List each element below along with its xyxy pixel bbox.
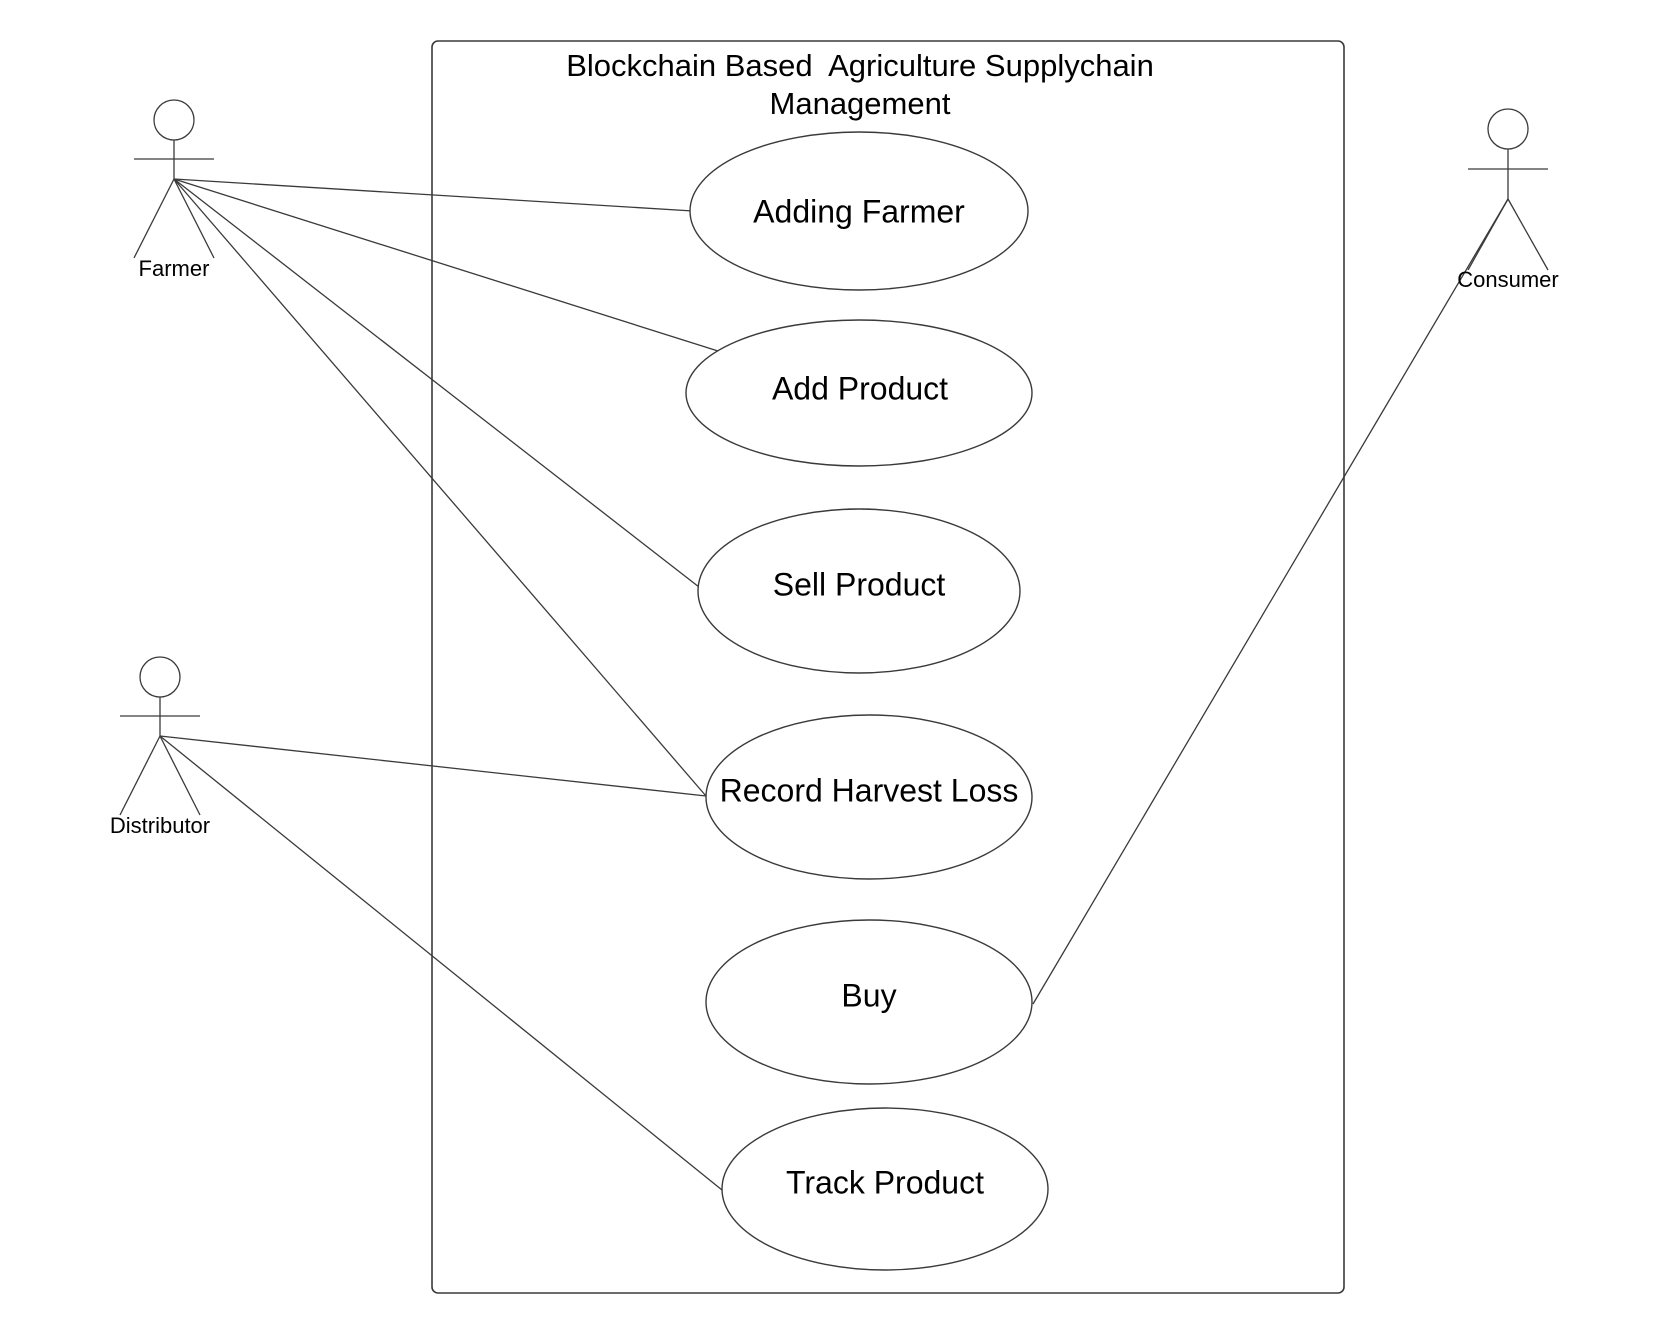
use-case-record-harvest-loss[interactable]: Record Harvest Loss [705,714,1033,880]
system-title-line-2: Management [770,86,951,121]
actor-consumer[interactable]: Consumer [1457,108,1559,292]
actor-right-leg [1507,198,1549,271]
actor-farmer[interactable]: Farmer [133,99,215,281]
association-distributor-track-product [159,735,723,1191]
use-case-label: Sell Product [773,566,946,602]
use-case-label: Add Product [772,370,948,406]
use-case-label: Buy [841,977,896,1013]
actor-head [1487,108,1529,150]
association-farmer-adding-farmer [173,178,694,212]
system-boundary [431,40,1345,1294]
actor-head [153,99,195,141]
association-farmer-record-harvest-loss [173,178,707,797]
actor-left-leg [119,735,161,816]
association-farmer-sell-product [173,178,700,588]
actor-distributor[interactable]: Distributor [110,656,210,838]
association-consumer-buy [1032,198,1509,1005]
use-case-adding-farmer[interactable]: Adding Farmer [689,131,1029,291]
use-case-label: Adding Farmer [753,193,965,229]
use-case-buy[interactable]: Buy [705,919,1033,1085]
association-farmer-add-product [173,178,719,352]
use-case-ellipse [721,1107,1049,1271]
use-case-label: Track Product [786,1164,984,1200]
associations [159,178,1509,1191]
use-case-sell-product[interactable]: Sell Product [697,508,1021,674]
use-case-ellipse [705,919,1033,1085]
actor-head [139,656,181,698]
use-case-ellipse [685,319,1033,467]
use-case-add-product[interactable]: Add Product [685,319,1033,467]
use-case-ellipse [689,131,1029,291]
system-title-line-1: Blockchain Based Agriculture Supplychain [566,48,1154,83]
use-case-label: Record Harvest Loss [720,772,1019,808]
actor-left-leg [133,178,175,259]
actor-right-leg [173,178,215,259]
association-distributor-record-harvest-loss [159,735,707,797]
use-case-ellipse [697,508,1021,674]
use-case-track-product[interactable]: Track Product [721,1107,1049,1271]
actor-left-leg [1467,198,1509,271]
actor-label: Farmer [139,256,210,281]
use-case-ellipse [705,714,1033,880]
actor-label: Consumer [1457,267,1558,292]
actor-right-leg [159,735,201,816]
actor-label: Distributor [110,813,210,838]
